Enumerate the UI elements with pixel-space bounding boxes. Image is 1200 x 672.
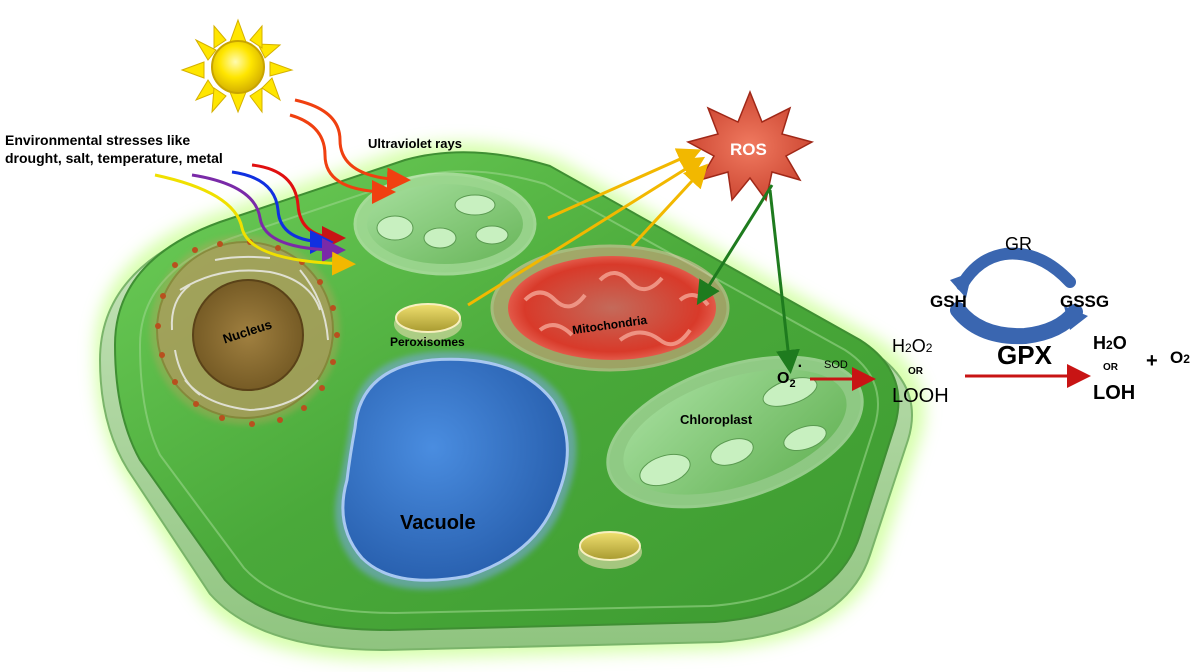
gsh-label: GSH	[930, 292, 967, 311]
stress-label-line2: drought, salt, temperature, metal	[5, 150, 223, 166]
loh-label: LOH	[1093, 382, 1136, 404]
gr-cycle-arrows	[950, 247, 1088, 345]
oxygen-label: O2	[1170, 348, 1190, 367]
ros-damage-arrows	[696, 184, 800, 374]
looh-label: LOOH	[892, 385, 949, 407]
nucleus-organelle	[150, 235, 340, 427]
plus-label: +	[1146, 350, 1158, 372]
or-label-1: OR	[908, 366, 923, 377]
chloroplast-bottom	[606, 355, 864, 509]
chloroplast-top	[353, 172, 537, 276]
superoxide-label: O2·	[777, 358, 803, 391]
gssg-label: GSSG	[1060, 292, 1110, 311]
or-label-2: OR	[1103, 362, 1118, 373]
ros-production-arrows	[467, 148, 709, 307]
peroxisomes-label: Peroxisomes	[390, 335, 465, 349]
gpx-label: GPX	[997, 340, 1052, 370]
stress-label-line1: Environmental stresses like	[5, 132, 191, 148]
ros-label: ROS	[730, 140, 767, 159]
mitochondria-organelle	[490, 244, 730, 372]
radical-dot: ·	[797, 358, 803, 375]
ros-star-icon	[685, 89, 815, 202]
water-label: H2O	[1093, 333, 1127, 353]
stress-arrows	[154, 163, 356, 276]
chloroplast-label: Chloroplast	[680, 412, 753, 427]
peroxisome-1	[394, 303, 462, 341]
uv-rays-arrows	[289, 98, 411, 204]
gr-label: GR	[1005, 234, 1032, 254]
h2o2-label: H2O2	[892, 336, 933, 356]
sod-label: SOD	[824, 359, 848, 371]
peroxisome-2	[578, 531, 642, 569]
vacuole-organelle	[335, 351, 577, 590]
vacuole-label: Vacuole	[400, 512, 476, 534]
sun-icon	[180, 18, 294, 114]
uv-label: Ultraviolet rays	[368, 136, 462, 151]
